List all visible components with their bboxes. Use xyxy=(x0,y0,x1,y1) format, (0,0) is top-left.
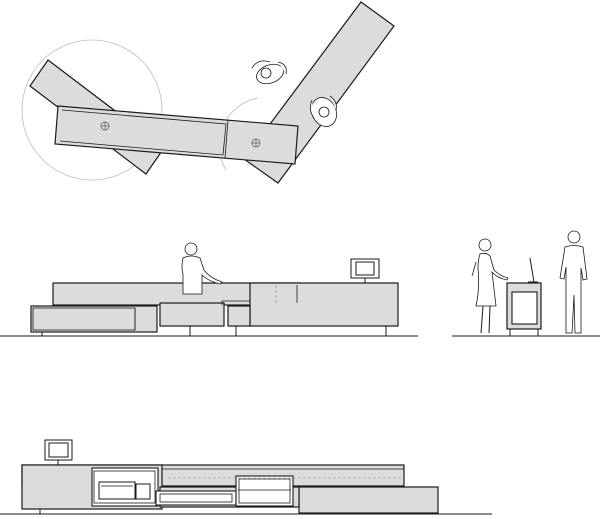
elevation-slab-middle xyxy=(159,302,225,327)
plan-counter-joint xyxy=(224,119,229,159)
monitor-side-icon xyxy=(528,257,538,283)
pivot-icon xyxy=(251,138,261,148)
plan-counter-main xyxy=(54,105,299,165)
rear-drawer-a xyxy=(155,490,237,506)
section-desk-cavity xyxy=(511,291,538,325)
person-woman-icon xyxy=(471,238,509,334)
plan-counter-edge xyxy=(59,109,227,156)
plan-view xyxy=(21,1,395,184)
person-man-icon xyxy=(559,230,588,334)
person-standing-icon xyxy=(181,242,223,295)
rear-drawer-b xyxy=(235,475,294,507)
elevation-block-small xyxy=(227,305,251,327)
monitor-icon xyxy=(350,258,380,283)
pivot-icon xyxy=(100,121,110,131)
rear-elevation xyxy=(0,439,492,515)
elevation-slab-lower-left xyxy=(30,305,158,333)
swing-arc-left xyxy=(21,39,163,181)
monitor-icon xyxy=(44,439,73,465)
side-section xyxy=(452,230,600,337)
computer-tower-icon xyxy=(98,481,151,500)
front-elevation xyxy=(0,242,418,337)
rear-slab-right-lower xyxy=(298,486,439,514)
person-top-view-icon xyxy=(251,60,287,85)
elevation-slab-right xyxy=(249,282,399,327)
person-top-view-icon xyxy=(310,95,337,127)
